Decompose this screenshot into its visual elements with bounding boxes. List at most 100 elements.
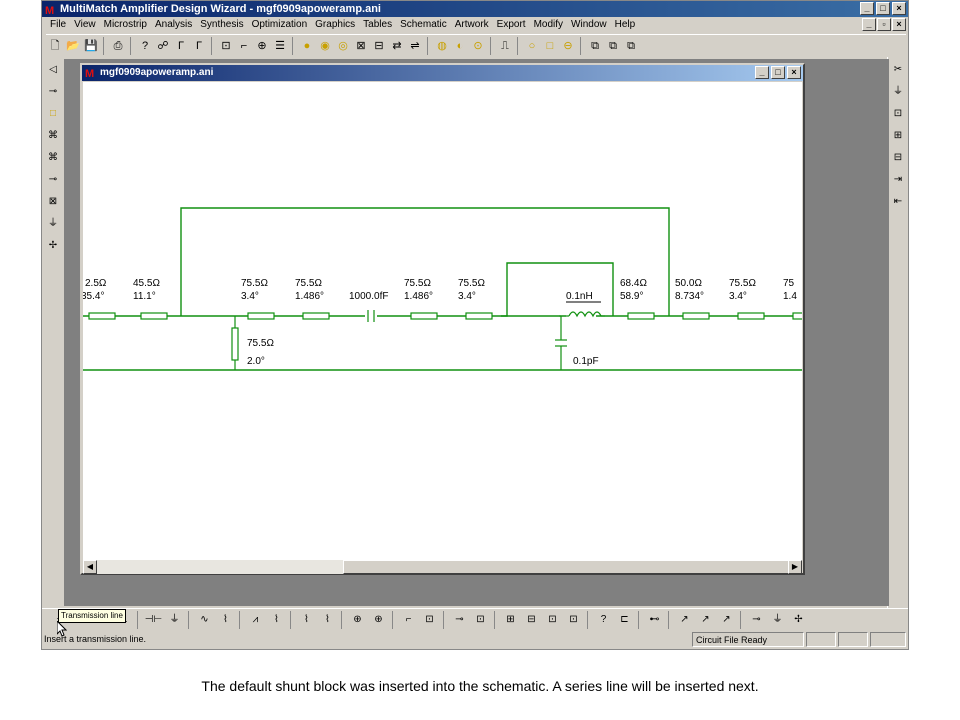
cil-icon[interactable]: ⌘ (48, 152, 58, 163)
device-icon[interactable]: ⊟ (527, 613, 536, 625)
menu-window[interactable]: Window (571, 19, 607, 30)
tline-8[interactable] (682, 312, 710, 320)
cir-icon[interactable]: ⌘ (48, 130, 58, 141)
scroll-thumb[interactable] (343, 560, 798, 574)
square-outline-icon[interactable]: □ (546, 39, 554, 52)
group-icon-3[interactable]: ⧉ (627, 39, 635, 52)
port-icon[interactable]: ⊷ (649, 613, 660, 625)
child-minimize-button[interactable]: _ (755, 66, 769, 79)
mdi-minimize-button[interactable]: _ (862, 18, 876, 31)
pulse-icon[interactable]: ⎍ (501, 39, 509, 52)
group-icon-2[interactable]: ⧉ (609, 39, 617, 52)
menu-graphics[interactable]: Graphics (315, 19, 356, 30)
help-icon[interactable]: ? (141, 39, 149, 52)
tline-3[interactable] (247, 312, 275, 320)
series-cap-icon[interactable]: ⊣⊢ (144, 613, 163, 625)
menu-optimization[interactable]: Optimization (251, 19, 308, 30)
cross-icon[interactable]: ⊕ (374, 613, 383, 625)
series-ind-icon[interactable]: ∿ (200, 613, 209, 625)
cross-box-icon[interactable]: ⊠ (48, 196, 58, 207)
tline-9[interactable] (737, 312, 765, 320)
shunt-res-icon[interactable]: ⌇ (274, 613, 279, 625)
menu-synthesis[interactable]: Synthesis (200, 19, 244, 30)
via-icon[interactable]: ⊡ (476, 613, 485, 625)
ground-plane-icon[interactable]: ⏚ (893, 86, 903, 97)
horizontal-scrollbar[interactable]: ◀ ▶ (83, 560, 802, 574)
plus-box-icon[interactable]: ⊞ (893, 130, 903, 141)
probe-icon[interactable]: ⌐ (240, 39, 248, 52)
polar-chart-icon[interactable]: ◎ (338, 39, 348, 52)
menu-schematic[interactable]: Schematic (400, 19, 447, 30)
stability-circle-icon[interactable]: ⊙ (473, 39, 483, 52)
save-icon[interactable]: 💾 (84, 39, 98, 52)
ground-plane-bottom-icon[interactable]: ⏚ (772, 613, 783, 625)
tline-6[interactable] (465, 312, 493, 320)
child-close-button[interactable]: × (787, 66, 801, 79)
tline-10[interactable] (792, 312, 802, 320)
port-both-icon[interactable]: ⊸ (48, 86, 58, 97)
transformer-icon[interactable]: ⌇ (304, 613, 309, 625)
menu-analysis[interactable]: Analysis (154, 19, 193, 30)
minimize-button[interactable]: _ (860, 2, 874, 15)
schematic-drawing[interactable]: 2.5Ω 35.4° 45.5Ω 11.1° 75.5Ω 3.4° 75.5Ω … (83, 82, 802, 560)
circle-yellow-icon[interactable]: ● (303, 39, 311, 52)
mdi-restore-button[interactable]: ▫ (877, 18, 891, 31)
minus-box-icon[interactable]: ⊟ (893, 152, 903, 163)
shunt-ind-icon[interactable]: ⌇ (223, 613, 228, 625)
step-icon[interactable]: ⊡ (425, 613, 434, 625)
table-icon[interactable]: ⊟ (374, 39, 384, 52)
tee-icon[interactable]: ⊕ (353, 613, 362, 625)
amp-icon[interactable]: ⊞ (506, 613, 515, 625)
menu-view[interactable]: View (74, 19, 96, 30)
series-capacitor[interactable] (365, 308, 377, 324)
swap-node-icon[interactable]: ⊏ (620, 613, 629, 625)
box-icon[interactable]: ⊡ (893, 108, 903, 119)
tline-4[interactable] (302, 312, 330, 320)
node-icon[interactable]: ⊸ (752, 613, 761, 625)
inductor-port-icon[interactable]: ⊸ (48, 174, 58, 185)
group-icon-1[interactable]: ⧉ (591, 39, 599, 52)
diag-3-icon[interactable]: ↗ (722, 613, 731, 625)
shunt-cap-icon[interactable]: ⏚ (169, 613, 180, 625)
tline-7[interactable] (627, 312, 655, 320)
menu-artwork[interactable]: Artwork (454, 19, 489, 30)
ground-icon[interactable]: ⏚ (48, 218, 58, 229)
gamma-icon[interactable]: Γ (177, 39, 185, 52)
cross-shape-icon[interactable]: ✢ (48, 240, 58, 251)
diag-2-icon[interactable]: ↗ (701, 613, 710, 625)
cross-shape-bottom-icon[interactable]: ✢ (794, 613, 803, 625)
tline-5[interactable] (410, 312, 438, 320)
arrow-left-icon[interactable]: ⇤ (893, 196, 903, 207)
child-maximize-button[interactable]: □ (771, 66, 785, 79)
print-icon[interactable]: ⎙ (113, 39, 123, 52)
tuning-icon[interactable]: ☍ (157, 39, 169, 52)
gamma-alt-icon[interactable]: Γ (195, 39, 203, 52)
series-res-icon[interactable]: ⩘ (252, 613, 259, 625)
scroll-right-arrow-icon[interactable]: ▶ (788, 560, 802, 574)
menu-tables[interactable]: Tables (363, 19, 393, 30)
diag-1-icon[interactable]: ↗ (680, 613, 689, 625)
shunt-capacitor[interactable] (555, 316, 567, 370)
arrow-right-icon[interactable]: ⇥ (893, 174, 903, 185)
grid-icon[interactable]: ⊠ (356, 39, 366, 52)
bend-icon[interactable]: ⌐ (405, 613, 412, 625)
maximize-button[interactable]: □ (876, 2, 890, 15)
scissors-icon[interactable]: ✂ (893, 64, 903, 75)
component-select-icon[interactable]: ⊡ (221, 39, 231, 52)
s1p-icon[interactable]: ⊡ (569, 613, 578, 625)
close-button[interactable]: × (892, 2, 906, 15)
scroll-left-arrow-icon[interactable]: ◀ (83, 560, 97, 574)
minus-circle-icon[interactable]: ⊖ (563, 39, 573, 52)
tline-2[interactable] (140, 312, 168, 320)
gain-circle-icon[interactable]: ◍ (437, 39, 447, 52)
menu-modify[interactable]: Modify (533, 19, 564, 30)
query-icon[interactable]: ? (600, 613, 607, 625)
s2p-icon[interactable]: ⊡ (548, 613, 557, 625)
schematic-canvas[interactable]: 2.5Ω 35.4° 45.5Ω 11.1° 75.5Ω 3.4° 75.5Ω … (83, 82, 802, 560)
menu-file[interactable]: File (50, 19, 67, 30)
split-icon[interactable]: ⇌ (410, 39, 420, 52)
menu-help[interactable]: Help (614, 19, 636, 30)
shunt-tline[interactable] (231, 316, 239, 370)
smith-chart-icon[interactable]: ◉ (320, 39, 330, 52)
noise-circle-icon[interactable]: ◐ (456, 39, 464, 52)
